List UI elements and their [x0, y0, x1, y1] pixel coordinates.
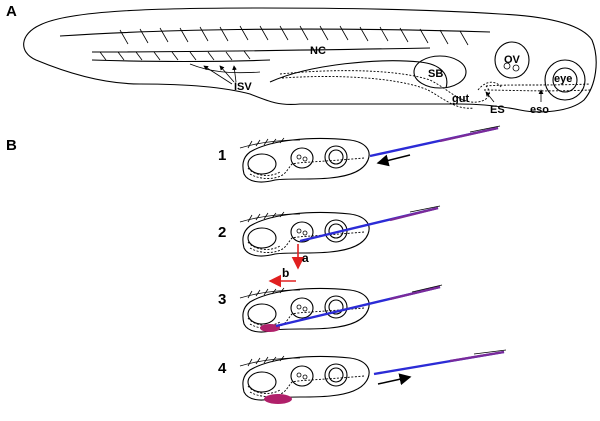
label-isv: ISV: [234, 81, 252, 93]
step-4: 4: [218, 349, 507, 404]
swim-bladder: [413, 55, 467, 89]
body-outline: [23, 7, 597, 113]
withdraw-arrow: [377, 373, 412, 386]
label-gut: gut: [452, 93, 469, 105]
gut-path: [279, 70, 490, 103]
step-label: 2: [218, 224, 226, 241]
injected-bolus: [264, 394, 292, 404]
panel-a-label: A: [6, 3, 17, 20]
label-sb: SB: [428, 68, 443, 80]
step-3: 3: [218, 284, 443, 333]
label-a: a: [302, 251, 309, 265]
eye: [544, 59, 586, 101]
insert-arrow: [376, 154, 411, 167]
otic-vesicle: [494, 41, 530, 79]
step-2: 2 a b: [218, 205, 441, 288]
pointer-arrows-a: [203, 65, 544, 103]
label-nc: NC: [310, 45, 326, 57]
step-label: 3: [218, 291, 226, 308]
label-b: b: [282, 266, 289, 280]
step-label: 4: [218, 360, 227, 377]
step-1: 1: [218, 125, 501, 183]
label-eso: eso: [530, 104, 549, 116]
injected-bolus: [260, 324, 280, 332]
larva-diagram: [23, 7, 597, 113]
label-es: ES: [490, 104, 505, 116]
panel-b-label: B: [6, 137, 17, 154]
label-ov: OV: [504, 54, 521, 66]
somite-hatching: [99, 25, 469, 61]
step-label: 1: [218, 147, 226, 164]
label-eye: eye: [554, 73, 572, 85]
